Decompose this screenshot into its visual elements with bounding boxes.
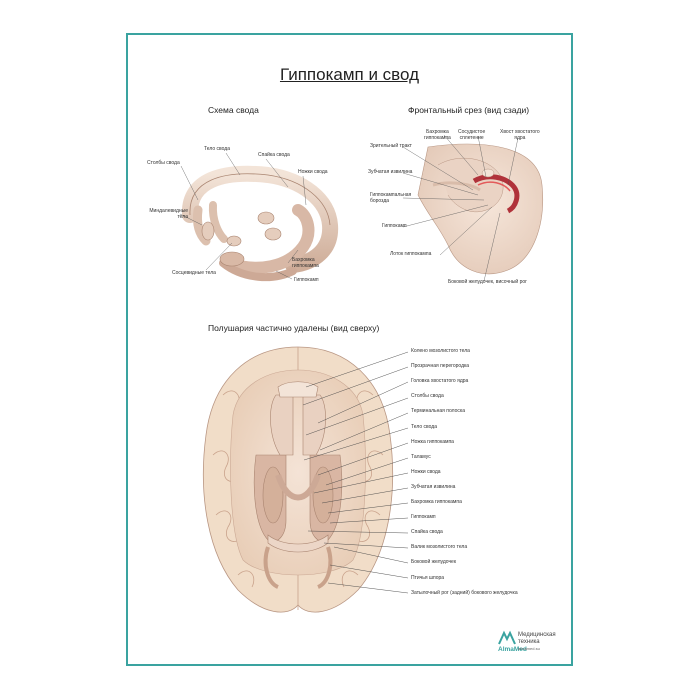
top-view-label: Терминальная полоска	[411, 408, 465, 415]
top-view-label: Столбы свода	[411, 393, 444, 400]
top-view-label: Таламус	[411, 453, 431, 460]
top-view-label: Бахромка гиппокампа	[411, 499, 462, 505]
label-fs-dentate-gyrus: Зубчатая извилина	[368, 169, 413, 175]
top-view-label: Головка хвостатого ядра	[411, 378, 469, 385]
top-view-label: Гиппокамп	[411, 514, 436, 521]
label-fs-caudate-tail: Хвост хвостатого ядра	[500, 129, 540, 141]
top-view-label: Ножка гиппокампа	[411, 438, 454, 445]
label-hippocampus: Гиппокамп	[294, 277, 319, 283]
label-fornix-crura: Ножки свода	[298, 169, 328, 175]
label-amygdala: Миндалевидные тела	[149, 208, 188, 220]
frontal-section-illustration	[402, 134, 543, 282]
label-fs-choroid-plexus: Сосудистое сплетение	[458, 129, 486, 141]
brain-top-view-illustration	[202, 346, 409, 613]
logo-tagline: Медицинская техника	[518, 632, 556, 645]
top-view-label: Птичья шпора	[411, 574, 445, 581]
label-fs-hippocampal-trough: Лоток гиппокампа	[390, 251, 432, 257]
almamed-logo: AlmaMed Медицинская техника almamed.su	[498, 630, 568, 657]
leader-lines	[302, 351, 409, 594]
top-view-label: Прозрачная перегородка	[411, 363, 470, 370]
top-view-label: Валик мозолистого тела	[411, 544, 468, 551]
frontal-section-heading: Фронтальный срез (вид сзади)	[408, 105, 530, 115]
label-fornix-body: Тело свода	[204, 146, 231, 152]
label-fimbria: Бахромка гиппокампа	[292, 257, 319, 269]
top-view-label: Боковой желудочек	[411, 559, 457, 566]
top-view-label: Колено мозолистого тела	[411, 348, 470, 354]
top-view-label: Ножки свода	[411, 468, 441, 475]
label-fornix-commissure: Спайка свода	[258, 152, 290, 158]
top-view-heading: Полушария частично удалены (вид сверху)	[208, 323, 380, 333]
top-view-label: Спайка свода	[411, 529, 443, 536]
fornix-scheme-heading: Схема свода	[208, 105, 259, 115]
top-view-label: Затылочный рог (задний) бокового желудоч…	[411, 589, 518, 596]
label-mammillary: Сосцевидные тела	[172, 270, 216, 276]
page-title: Гиппокамп и свод	[279, 65, 420, 84]
logo-site: almamed.su	[518, 646, 540, 651]
label-fs-hippocampus: Гиппокамп	[382, 223, 407, 229]
label-fs-fimbria: Бахромка гиппокампа	[424, 129, 451, 141]
label-fornix-columns: Столбы свода	[147, 160, 180, 166]
poster: Гиппокамп и свод Схема свода	[126, 33, 573, 666]
label-fs-lateral-ventricle: Боковой желудочек, височный рог	[448, 279, 528, 285]
label-fs-hippocampal-sulcus: Гиппокампальная борозда	[370, 192, 412, 204]
label-fs-optic-tract: Зрительный тракт	[370, 143, 412, 149]
logo-brand: AlmaMed	[498, 646, 527, 653]
almamed-logo-icon	[498, 630, 516, 645]
fornix-scheme-illustration	[179, 152, 339, 282]
top-view-label: Зубчатая извилина	[411, 483, 456, 490]
top-view-label: Тело свода	[411, 423, 438, 430]
